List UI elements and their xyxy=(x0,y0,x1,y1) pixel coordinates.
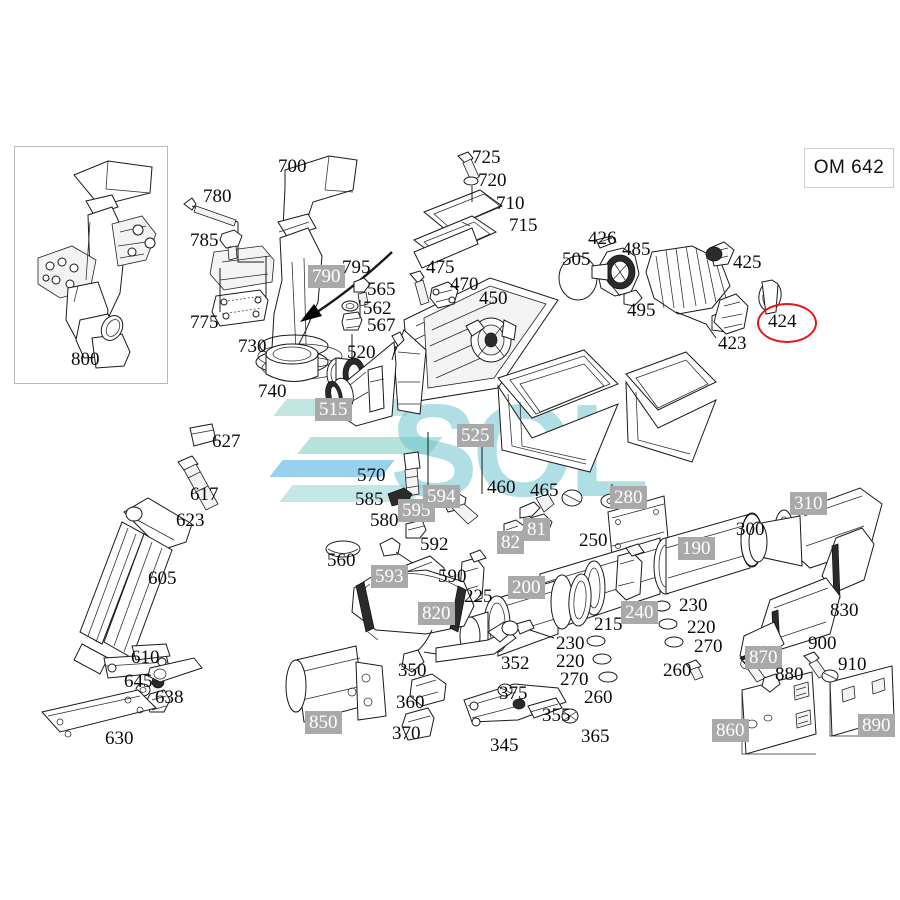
part-number-label-700[interactable]: 700 xyxy=(278,156,307,177)
part-605-illustration xyxy=(41,423,219,738)
part-number-label-465[interactable]: 465 xyxy=(530,480,559,501)
part-number-label-485[interactable]: 485 xyxy=(622,239,651,260)
part-number-label-623[interactable]: 623 xyxy=(176,510,205,531)
part-number-label-585[interactable]: 585 xyxy=(355,489,384,510)
part-number-label-270[interactable]: 270 xyxy=(560,669,589,690)
part-number-label-470[interactable]: 470 xyxy=(450,274,479,295)
part-number-label-240[interactable]: 240 xyxy=(621,601,658,624)
part-number-label-190[interactable]: 190 xyxy=(678,537,715,560)
part-number-label-220[interactable]: 220 xyxy=(687,617,716,638)
part-number-label-215[interactable]: 215 xyxy=(594,614,623,635)
part-number-label-220[interactable]: 220 xyxy=(556,651,585,672)
part-number-label-567[interactable]: 567 xyxy=(367,315,396,336)
part-number-label-230[interactable]: 230 xyxy=(679,595,708,616)
part-number-label-270[interactable]: 270 xyxy=(694,636,723,657)
engine-code-label: OM 642 xyxy=(813,157,885,178)
inset-box-part-800 xyxy=(14,146,168,384)
part-number-label-345[interactable]: 345 xyxy=(490,735,519,756)
part-number-label-795[interactable]: 795 xyxy=(342,257,371,278)
part-number-label-460[interactable]: 460 xyxy=(487,477,516,498)
part-number-label-715[interactable]: 715 xyxy=(509,215,538,236)
part-number-label-592[interactable]: 592 xyxy=(420,534,449,555)
part-number-label-350[interactable]: 350 xyxy=(398,660,427,681)
part-number-label-594[interactable]: 594 xyxy=(423,485,460,508)
part-number-label-525[interactable]: 525 xyxy=(457,424,494,447)
part-number-label-520[interactable]: 520 xyxy=(347,342,376,363)
part-number-label-850[interactable]: 850 xyxy=(305,711,342,734)
part-710-715-illustration xyxy=(412,151,504,269)
part-number-label-475[interactable]: 475 xyxy=(426,257,455,278)
part-number-label-890[interactable]: 890 xyxy=(858,714,895,737)
part-number-label-610[interactable]: 610 xyxy=(131,647,160,668)
part-460-465-illustration xyxy=(497,349,717,473)
part-number-label-720[interactable]: 720 xyxy=(478,170,507,191)
part-number-label-605[interactable]: 605 xyxy=(148,568,177,589)
part-number-label-800[interactable]: 800 xyxy=(71,349,100,370)
part-number-label-900[interactable]: 900 xyxy=(808,633,837,654)
part-number-label-300[interactable]: 300 xyxy=(736,519,765,540)
part-number-label-352[interactable]: 352 xyxy=(501,653,530,674)
part-number-label-617[interactable]: 617 xyxy=(190,484,219,505)
part-number-label-515[interactable]: 515 xyxy=(315,398,352,421)
part-number-label-570[interactable]: 570 xyxy=(357,465,386,486)
part-number-label-280[interactable]: 280 xyxy=(610,486,647,509)
part-number-label-260[interactable]: 260 xyxy=(584,687,613,708)
part-number-label-230[interactable]: 230 xyxy=(556,633,585,654)
part-number-label-860[interactable]: 860 xyxy=(712,719,749,742)
selected-part-highlight-ring xyxy=(757,303,817,343)
part-number-label-375[interactable]: 375 xyxy=(499,683,528,704)
part-number-label-310[interactable]: 310 xyxy=(790,492,827,515)
part-number-label-450[interactable]: 450 xyxy=(479,288,508,309)
part-700-illustration xyxy=(183,155,393,393)
part-number-label-200[interactable]: 200 xyxy=(508,576,545,599)
part-number-label-225[interactable]: 225 xyxy=(464,586,493,607)
part-number-label-725[interactable]: 725 xyxy=(472,147,501,168)
part-number-label-627[interactable]: 627 xyxy=(212,431,241,452)
part-number-label-910[interactable]: 910 xyxy=(838,654,867,675)
part-number-label-365[interactable]: 365 xyxy=(581,726,610,747)
part-number-label-360[interactable]: 360 xyxy=(396,692,425,713)
part-number-label-645[interactable]: 645 xyxy=(124,671,153,692)
part-number-label-580[interactable]: 580 xyxy=(370,510,399,531)
part-number-label-785[interactable]: 785 xyxy=(190,230,219,251)
part-number-label-780[interactable]: 780 xyxy=(203,186,232,207)
part-number-label-355[interactable]: 355 xyxy=(542,705,571,726)
part-number-label-426[interactable]: 426 xyxy=(588,228,617,249)
part-number-label-565[interactable]: 565 xyxy=(367,279,396,300)
part-number-label-740[interactable]: 740 xyxy=(258,381,287,402)
engine-code-box: OM 642 xyxy=(804,148,894,188)
part-number-label-505[interactable]: 505 xyxy=(562,249,591,270)
part-number-label-590[interactable]: 590 xyxy=(438,566,467,587)
part-number-label-630[interactable]: 630 xyxy=(105,728,134,749)
part-860-890-illustration xyxy=(741,651,895,755)
part-number-label-82[interactable]: 82 xyxy=(497,531,524,554)
part-number-label-638[interactable]: 638 xyxy=(155,687,184,708)
part-number-label-870[interactable]: 870 xyxy=(745,646,782,669)
part-number-label-775[interactable]: 775 xyxy=(190,312,219,333)
part-number-label-710[interactable]: 710 xyxy=(496,193,525,214)
part-number-label-423[interactable]: 423 xyxy=(718,333,747,354)
part-number-label-562[interactable]: 562 xyxy=(363,298,392,319)
part-number-label-425[interactable]: 425 xyxy=(733,252,762,273)
part-number-label-81[interactable]: 81 xyxy=(523,518,550,541)
part-800-illustration xyxy=(37,160,157,369)
part-number-label-560[interactable]: 560 xyxy=(327,550,356,571)
part-number-label-820[interactable]: 820 xyxy=(418,602,455,625)
part-number-label-495[interactable]: 495 xyxy=(627,300,656,321)
part-number-label-790[interactable]: 790 xyxy=(308,265,345,288)
part-number-label-370[interactable]: 370 xyxy=(392,723,421,744)
part-number-label-730[interactable]: 730 xyxy=(238,336,267,357)
part-number-label-830[interactable]: 830 xyxy=(830,600,859,621)
part-number-label-593[interactable]: 593 xyxy=(371,565,408,588)
part-number-label-424[interactable]: 424 xyxy=(768,311,797,332)
part-485-illustration xyxy=(558,235,782,339)
part-number-label-260[interactable]: 260 xyxy=(663,660,692,681)
part-number-label-250[interactable]: 250 xyxy=(579,530,608,551)
part-number-label-880[interactable]: 880 xyxy=(775,664,804,685)
